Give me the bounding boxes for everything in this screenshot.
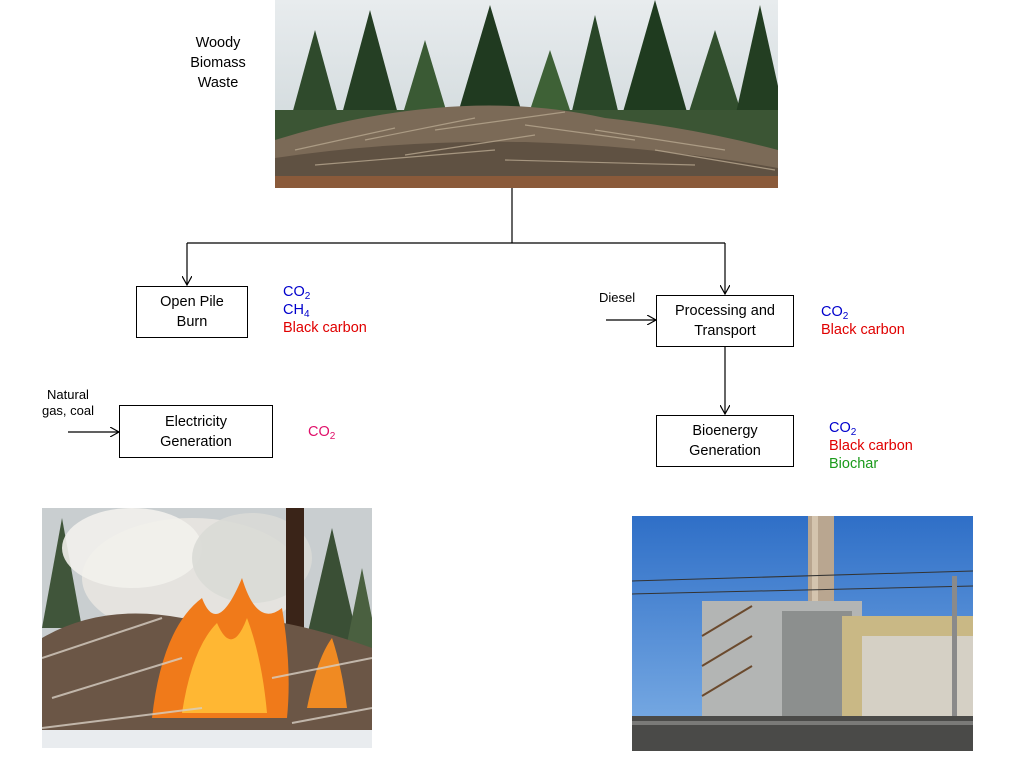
electricity-generation-box: Electricity Generation [119, 405, 273, 458]
electricity-generation-line2: Generation [160, 433, 232, 450]
natural-gas-line2: gas, coal [41, 403, 95, 418]
natural-gas-label: Natural gas, coal [40, 387, 96, 419]
bioenergy-generation-line2: Generation [689, 443, 761, 459]
natural-gas-line1: Natural [47, 387, 89, 402]
processing-emissions: CO2 Black carbon [821, 303, 905, 339]
bioenergy-generation-line1: Bioenergy [692, 423, 758, 439]
diesel-label: Diesel [599, 290, 636, 305]
processing-black-carbon: Black carbon [821, 322, 905, 338]
processing-transport-line2: Transport [694, 323, 756, 339]
electricity-co2: CO2 [308, 424, 336, 442]
bioenergy-generation-box: Bioenergy Generation [656, 415, 794, 467]
bioenergy-emissions: CO2 Black carbon Biochar [829, 419, 913, 473]
bioenergy-co2: CO2 [829, 420, 857, 438]
source-label-line2: Biomass [190, 55, 246, 71]
processing-transport-line1: Processing and [675, 303, 775, 319]
open-pile-co2: CO2 [283, 284, 311, 302]
open-pile-black-carbon: Black carbon [283, 320, 367, 336]
slash-pile-photo [275, 0, 778, 188]
bioenergy-biochar: Biochar [829, 456, 879, 472]
open-pile-emissions: CO2 CH4 Black carbon [283, 283, 367, 337]
open-pile-burn-line2: Burn [176, 314, 208, 330]
bioenergy-black-carbon: Black carbon [829, 438, 913, 454]
electricity-emissions: CO2 [308, 423, 336, 442]
source-label-line1: Woody [195, 35, 241, 51]
pile-burning-photo [42, 508, 372, 748]
open-pile-ch4: CH4 [283, 302, 310, 320]
electricity-generation-line1: Electricity [164, 413, 228, 430]
source-label: Woody Biomass Waste [183, 33, 253, 93]
power-plant-photo [632, 516, 973, 751]
source-label-line3: Waste [197, 75, 239, 91]
processing-co2: CO2 [821, 304, 849, 322]
open-pile-burn-line1: Open Pile [160, 294, 224, 310]
open-pile-burn-box: Open Pile Burn [136, 286, 248, 338]
processing-transport-box: Processing and Transport [656, 295, 794, 347]
